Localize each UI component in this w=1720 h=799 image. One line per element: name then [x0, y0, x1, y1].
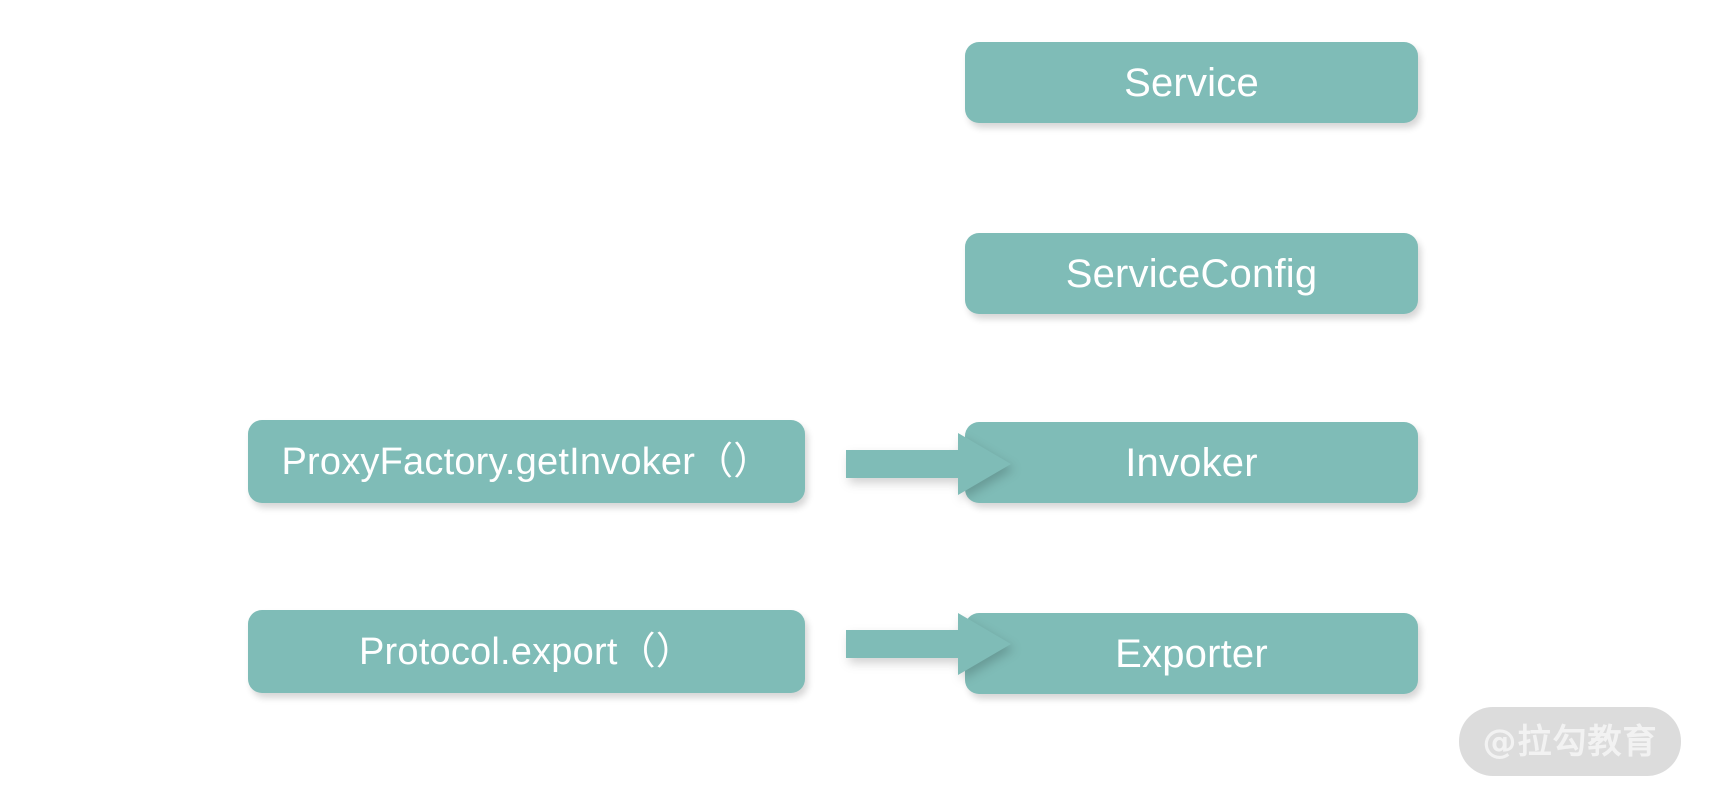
- node-service-config-label: ServiceConfig: [1065, 251, 1318, 296]
- node-service[interactable]: Service: [965, 42, 1418, 123]
- node-proxy-factory-label: ProxyFactory.getInvoker（）: [281, 440, 772, 483]
- node-exporter-label: Exporter: [1115, 631, 1268, 676]
- node-invoker-label: Invoker: [1125, 440, 1258, 485]
- node-service-label: Service: [1124, 60, 1259, 105]
- watermark-badge: @拉勾教育: [1459, 707, 1681, 776]
- node-protocol-export[interactable]: Protocol.export（）: [248, 610, 805, 693]
- node-proxy-factory-get-invoker[interactable]: ProxyFactory.getInvoker（）: [248, 420, 805, 503]
- node-invoker[interactable]: Invoker: [965, 422, 1418, 503]
- arrow-right-icon-protocol-to-exporter: [846, 613, 1011, 675]
- node-exporter[interactable]: Exporter: [965, 613, 1418, 694]
- arrow-right-icon-proxy-factory-to-invoker: [846, 433, 1011, 495]
- node-protocol-label: Protocol.export（）: [359, 630, 694, 673]
- node-service-config[interactable]: ServiceConfig: [965, 233, 1418, 314]
- watermark-text: @拉勾教育: [1482, 721, 1658, 762]
